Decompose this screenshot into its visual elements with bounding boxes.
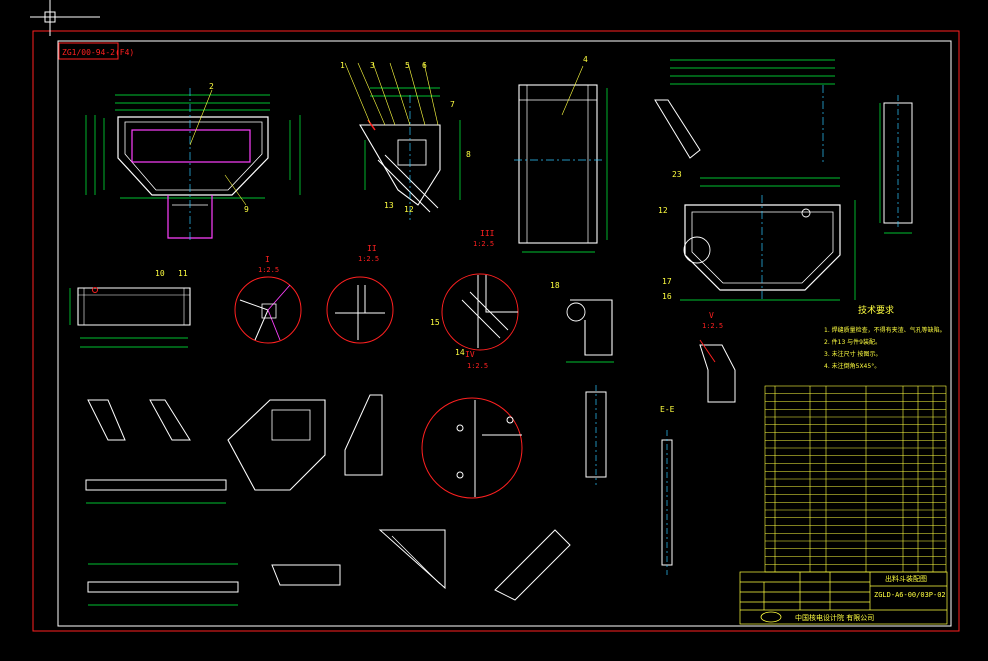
section-iii-label: III — [480, 229, 495, 238]
callout-5: 5 — [405, 61, 410, 70]
callouts-view-e: 12 17 16 23 — [658, 170, 682, 301]
callout-14: 14 — [455, 348, 465, 357]
tech-notes-heading: 技术要求 — [858, 304, 894, 316]
callout-23: 23 — [672, 170, 682, 179]
callout-10: 10 — [155, 269, 165, 278]
strip-part-right[interactable] — [879, 95, 913, 234]
company-logo-icon — [760, 611, 782, 623]
section-v[interactable] — [699, 339, 736, 403]
tech-note-3: 3. 未注尺寸 按图示。 — [824, 350, 882, 358]
callout-7: 7 — [450, 100, 455, 109]
inner-frame — [57, 40, 952, 627]
front-elevation[interactable] — [514, 65, 608, 253]
callouts-misc: 13 14 15 18 — [384, 201, 560, 357]
section-i[interactable] — [234, 276, 302, 344]
callouts-main-parts: 1 2 3 4 5 6 7 8 9 10 11 12 — [155, 55, 588, 278]
tech-note-1: 1. 焊缝质量检查，不得有夹渣、气孔等缺陷。 — [824, 326, 946, 334]
tech-notes: 技术要求 1. 焊缝质量检查，不得有夹渣、气孔等缺陷。 2. 件13 与件9装配… — [824, 304, 946, 370]
callout-17: 17 — [662, 277, 672, 286]
lower-details[interactable] — [85, 385, 673, 606]
section-iv-scale: 1:2.5 — [467, 362, 488, 370]
title-company: 中国核电设计院 有限公司 — [795, 613, 874, 622]
outer-frame — [32, 30, 960, 632]
callout-12: 12 — [404, 205, 414, 214]
section-i-scale: 1:2.5 — [258, 266, 279, 274]
callout-3: 3 — [370, 61, 375, 70]
callout-8: 8 — [466, 150, 471, 159]
callout-1: 1 — [340, 61, 345, 70]
section-i-label: I — [265, 255, 270, 264]
callout-6: 6 — [422, 61, 427, 70]
section-ii-label: II — [367, 244, 377, 253]
callout-11: 11 — [178, 269, 188, 278]
title-block[interactable] — [739, 571, 948, 625]
section-v-label: V — [709, 311, 714, 320]
crosshair-cursor-icon — [30, 0, 100, 36]
stamp-code: ZG1/00-94-2(F4) — [62, 48, 134, 57]
section-v-scale: 1:2.5 — [702, 322, 723, 330]
callout-12-e: 12 — [658, 206, 668, 215]
section-iv-label: IV — [465, 350, 475, 359]
callout-2: 2 — [209, 82, 214, 91]
parts-table[interactable] — [764, 385, 947, 573]
callout-18: 18 — [550, 281, 560, 290]
tech-note-2: 2. 件13 与件9装配。 — [824, 338, 881, 346]
callout-13: 13 — [384, 201, 394, 210]
section-ii[interactable] — [326, 276, 394, 344]
c-view[interactable] — [69, 287, 191, 348]
section-iii-scale: 1:2.5 — [473, 240, 494, 248]
title-drawing-no: ZGLD-A6-00/03P-02 — [874, 591, 946, 599]
side-view[interactable] — [344, 62, 461, 220]
callout-9: 9 — [244, 205, 249, 214]
callout-16: 16 — [662, 292, 672, 301]
section-iii[interactable] — [441, 273, 519, 351]
section-ii-scale: 1:2.5 — [358, 255, 379, 263]
callout-15: 15 — [430, 318, 440, 327]
section-ee-label: E-E — [660, 405, 675, 414]
main-view[interactable] — [85, 88, 301, 240]
section-iv[interactable] — [421, 397, 523, 499]
bracket-18[interactable] — [566, 299, 614, 363]
title-part-name: 出料斗装配图 — [885, 574, 927, 583]
tech-note-4: 4. 未注倒角5X45°。 — [824, 362, 880, 370]
view-e[interactable] — [654, 59, 856, 301]
stamp-box — [58, 42, 119, 60]
callout-4: 4 — [583, 55, 588, 64]
